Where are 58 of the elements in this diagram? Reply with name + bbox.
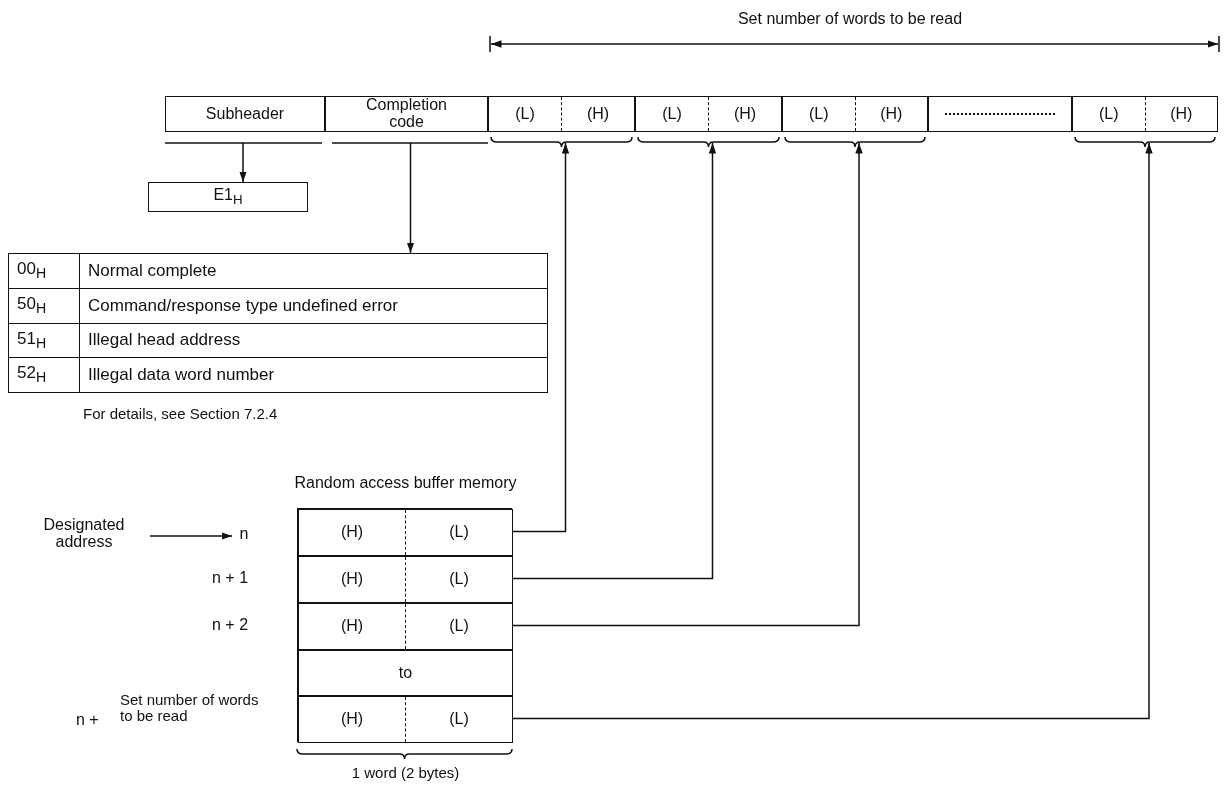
byte-label: (H)	[339, 709, 365, 730]
address-label: Set number of words to be read	[120, 692, 260, 724]
byte-label: (H)	[339, 616, 365, 637]
byte-label: (H)	[561, 97, 634, 131]
byte-label: (L)	[807, 103, 830, 124]
byte-label: (H)	[708, 97, 781, 131]
text-label: n	[239, 525, 249, 543]
arrow	[511, 142, 570, 533]
byte-label: (L)	[514, 103, 536, 124]
note-text: 1 word (2 bytes)	[350, 765, 461, 781]
address-label: n + 2	[212, 616, 249, 634]
field-label: Subheader	[205, 105, 285, 123]
table-cell: Normal complete	[79, 254, 547, 289]
byte-label: (L)	[405, 697, 512, 742]
table-cell: Illegal data word number	[79, 358, 547, 392]
byte-label: (L)	[405, 604, 512, 649]
memory-row	[298, 696, 513, 743]
table-cell-text: 52$_{H}$	[16, 362, 48, 388]
byte-label: (L)	[661, 103, 683, 124]
word-field	[488, 96, 635, 132]
arrow	[511, 142, 1153, 720]
memory-row	[298, 603, 513, 650]
field-label: Completion code	[365, 97, 448, 131]
table-cell: Illegal head address	[79, 323, 547, 359]
dimension-label: Set number of words to be read	[736, 10, 964, 28]
text-label: Designated address	[42, 517, 126, 551]
field-label: to	[398, 664, 413, 682]
table-cell: Command/response type undefined error	[79, 288, 547, 324]
memory-row	[298, 556, 513, 603]
word-field	[635, 96, 782, 132]
word-field	[782, 96, 928, 132]
byte-label: (L)	[405, 510, 512, 555]
memory-row	[298, 509, 513, 556]
arrow	[511, 142, 863, 627]
table-cell: 50$_{H}$	[9, 288, 79, 324]
address-label: n + 1	[212, 569, 249, 587]
byte-label: (H)	[339, 569, 365, 590]
address-label: n +	[76, 711, 99, 729]
word-field	[1072, 96, 1218, 132]
byte-label: (H)	[1144, 97, 1217, 131]
memory-title: Random access buffer memory	[293, 475, 518, 492]
arrow	[406, 142, 415, 254]
ellipsis-field	[928, 96, 1072, 132]
byte-label: (H)	[339, 522, 365, 543]
arrow	[239, 142, 247, 183]
table-cell: 00$_{H}$	[9, 254, 79, 289]
byte-label: (L)	[1097, 103, 1120, 124]
field-label: E1$_{H}$	[213, 186, 243, 208]
frame-field	[148, 182, 308, 212]
byte-label: (H)	[854, 97, 927, 131]
table-cell: 51$_{H}$	[9, 323, 79, 359]
note-text: For details, see Section 7.2.4	[83, 406, 278, 422]
arrow	[511, 142, 717, 580]
byte-label: (L)	[405, 557, 512, 602]
arrow	[149, 532, 233, 540]
memory-row	[298, 650, 513, 696]
frame-field	[165, 96, 325, 132]
frame-field	[325, 96, 488, 132]
